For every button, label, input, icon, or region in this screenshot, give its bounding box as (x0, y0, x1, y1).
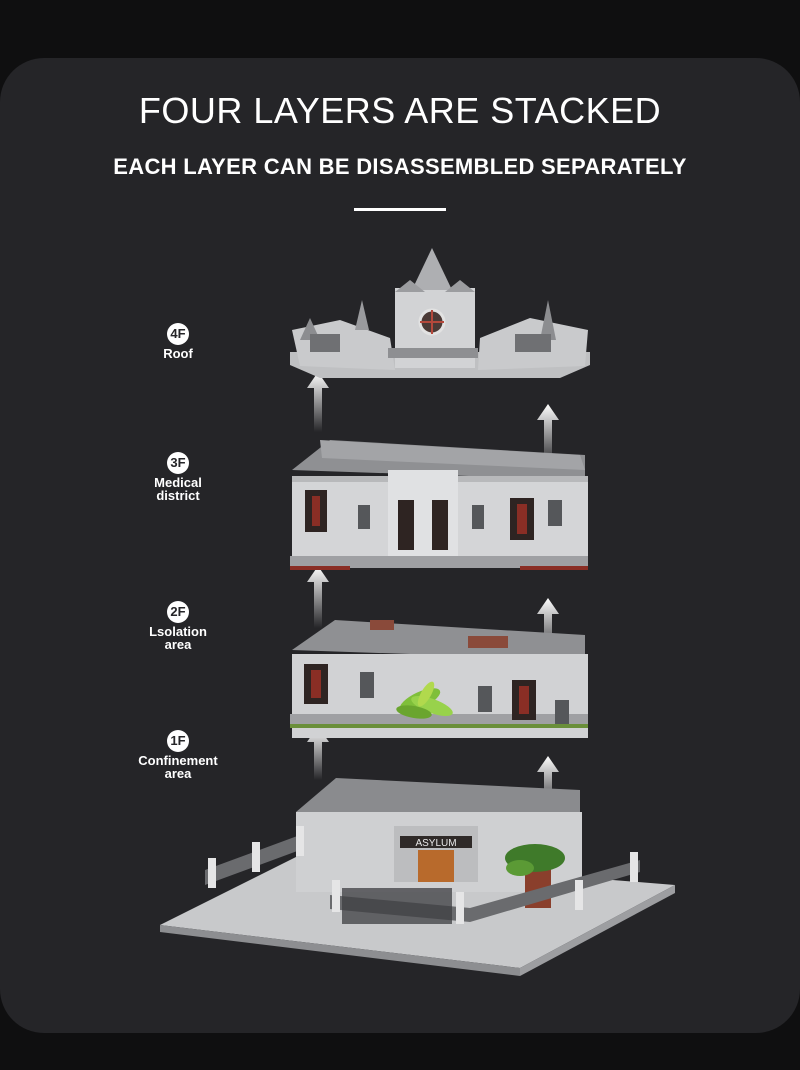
page-subtitle: EACH LAYER CAN BE DISASSEMBLED SEPARATEL… (113, 154, 687, 179)
arrow-up-icon (307, 566, 329, 628)
floor-name: Medical (154, 475, 202, 490)
arrow-up-icon (537, 404, 559, 466)
floor-name: Confinement (138, 753, 218, 768)
floor-badge: 3F (167, 452, 189, 474)
roof-layer (290, 248, 590, 378)
title-divider (354, 208, 446, 211)
floor-label-2f: 2F Lsolation area (123, 601, 233, 651)
floor-name: district (156, 488, 200, 503)
isolation-area-layer (290, 620, 588, 738)
arrow-up-icon (537, 598, 559, 658)
floor-name: area (164, 637, 192, 652)
floor-label-3f: 3F Medical district (123, 452, 233, 502)
floor-label-4f: 4F Roof (123, 323, 233, 360)
medical-district-layer (290, 440, 588, 570)
page-title: FOUR LAYERS ARE STACKED (138, 90, 662, 131)
arrow-up-icon (307, 726, 329, 780)
floor-label-1f: 1F Confinement area (123, 730, 233, 780)
floor-badge: 4F (167, 323, 189, 345)
plant-icon (396, 681, 453, 719)
arrow-up-icon (307, 372, 329, 432)
asylum-sign: ASYLUM (415, 838, 456, 849)
floor-name: area (164, 766, 192, 781)
floor-name: Lsolation (149, 624, 207, 639)
floor-badge: 1F (167, 730, 189, 752)
floor-badge: 2F (167, 601, 189, 623)
arrow-up-icon (537, 756, 559, 812)
floor-name: Roof (163, 346, 193, 361)
confinement-area-layer: ASYLUM (160, 778, 675, 976)
